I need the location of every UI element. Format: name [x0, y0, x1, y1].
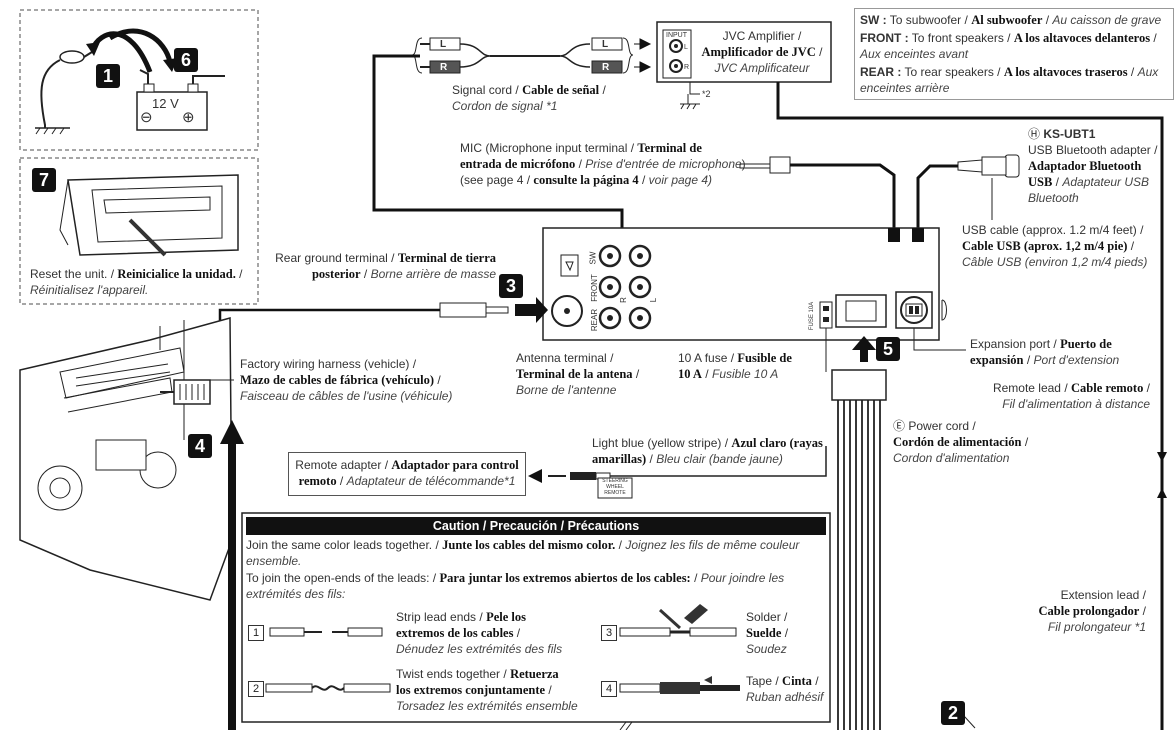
amplifier-label: JVC Amplifier / Amplificador de JVC / JV… — [701, 29, 823, 75]
step-1-badge: 1 — [96, 64, 120, 88]
caution-step-1-text: Strip lead ends / Pele los extremos de l… — [396, 610, 563, 656]
plug-right-R: R — [602, 62, 610, 73]
mic-label: MIC (Microphone input terminal / Termina… — [460, 141, 746, 187]
amp-l: L — [684, 44, 688, 51]
step-2-badge: 2 — [941, 701, 965, 725]
caution-join: Join the same color leads together. / Ju… — [246, 538, 800, 568]
caution-step-3-number: 3 — [601, 625, 617, 641]
rca-plugs-right — [559, 37, 623, 74]
rca-plugs-left — [420, 37, 491, 74]
caution-title: Caution / Precaución / Précautions — [246, 517, 826, 535]
battery-plus: ⊕ — [182, 109, 195, 126]
remote-adapter-box: Remote adapter / Adaptador para control … — [288, 452, 526, 496]
plug-right-L: L — [602, 39, 609, 50]
power-cord-label: Ⓔ Power cord / Cordón de alimentación / … — [893, 419, 1029, 465]
jack-sw-label: SW — [588, 251, 598, 265]
amp-input-label: INPUT — [666, 32, 687, 39]
jack-front-label: FRONT — [589, 274, 599, 302]
bluetooth-adapter-label: Ⓗ KS-UBT1 USB Bluetooth adapter / Adapta… — [1028, 127, 1158, 205]
remote-lead-label: Remote lead / Cable remoto / Fil d'alime… — [992, 381, 1150, 411]
usb-cable-label: USB cable (approx. 1.2 m/4 feet) / Cable… — [962, 223, 1148, 269]
battery-minus: ⊖ — [140, 109, 153, 126]
step-6-badge: 6 — [174, 48, 198, 72]
plug-left-R: R — [440, 62, 448, 73]
jack-rear-label: REAR — [590, 308, 600, 332]
amp-ground-note: *2 — [702, 89, 711, 99]
caution-step-2-text: Twist ends together / Retuerza los extre… — [396, 667, 578, 713]
step-3-badge: 3 — [499, 274, 523, 298]
expansion-port-label: Expansion port / Puerto de expansión / P… — [970, 337, 1120, 367]
caution-step-4-number: 4 — [601, 681, 617, 697]
antenna-label: Antenna terminal / Terminal de la antena… — [516, 351, 640, 397]
caution-step-3-text: Solder / Suelde / Soudez — [746, 610, 789, 656]
rear-ground-label: Rear ground terminal / Terminal de tierr… — [275, 251, 496, 281]
extension-lead-label: Extension lead / Cable prolongador / Fil… — [1038, 588, 1147, 634]
plug-left-L: L — [440, 39, 447, 50]
factory-harness-label: Factory wiring harness (vehicle) / Mazo … — [240, 357, 453, 403]
battery-icon — [136, 69, 225, 131]
step-4-badge: 4 — [188, 434, 212, 458]
step-7-badge: 7 — [32, 168, 56, 192]
jack-r-label: R — [618, 297, 628, 303]
caution-step-2-number: 2 — [248, 681, 264, 697]
step-5-badge: 5 — [876, 337, 900, 361]
fuse-panel-label: FUSE 10A — [809, 301, 816, 331]
jack-l-label: L — [649, 297, 659, 303]
caution-open-ends: To join the open-ends of the leads: / Pa… — [246, 571, 785, 601]
caution-step-4-text: Tape / Cinta / Ruban adhésif — [746, 674, 824, 704]
battery-voltage: 12 V — [152, 96, 179, 111]
caution-step-1-number: 1 — [248, 625, 264, 641]
outputs-legend: SW : To subwoofer / Al subwoofer / Au ca… — [854, 8, 1174, 100]
signal-cord-label: Signal cord / Cable de señal / Cordon de… — [452, 83, 606, 113]
light-blue-lead-label: Light blue (yellow stripe) / Azul claro … — [592, 436, 823, 466]
reset-label: Reset the unit. / Reinicialice la unidad… — [30, 267, 243, 297]
fuse-label: 10 A fuse / Fusible de 10 A / Fusible 10… — [678, 351, 792, 381]
amp-r: R — [684, 64, 690, 71]
